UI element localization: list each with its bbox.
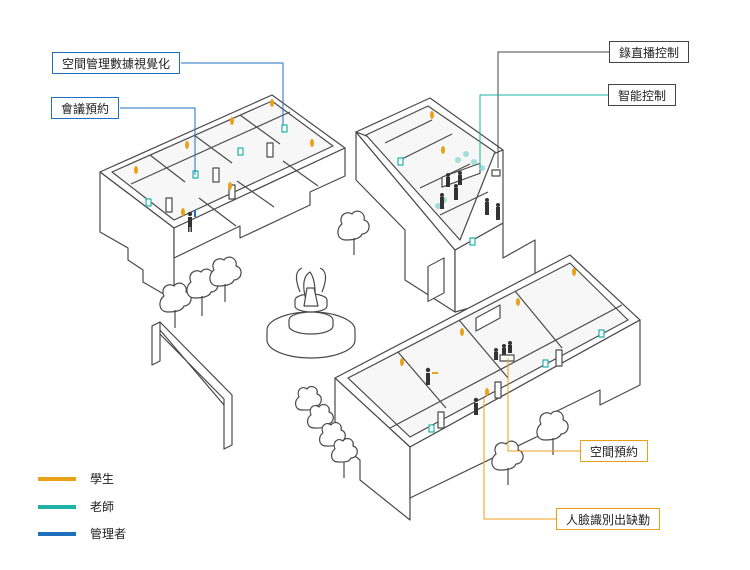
front-right-building	[334, 254, 641, 521]
left-building	[99, 94, 346, 301]
legend-label-student: 學生	[90, 472, 115, 486]
callout-live-recording: 錄直播控制	[609, 41, 690, 63]
back-right-building	[355, 97, 536, 313]
fountain-icon	[266, 267, 356, 359]
legend-swatch-teacher	[38, 505, 76, 509]
legend-swatch-manager	[38, 532, 76, 536]
callout-meeting-booking: 會議預約	[51, 97, 120, 119]
tree-icon	[159, 210, 569, 485]
legend-swatch-student	[38, 477, 76, 481]
legend-label-manager: 管理者	[90, 527, 127, 541]
callout-face-attendance: 人臉識別出缺勤	[556, 508, 661, 530]
gate	[151, 321, 233, 450]
callout-space-visualization: 空間管理數據視覺化	[52, 52, 181, 74]
callout-smart-control: 智能控制	[608, 84, 677, 106]
legend-label-teacher: 老師	[90, 500, 115, 514]
callout-space-booking: 空間預約	[580, 440, 649, 462]
